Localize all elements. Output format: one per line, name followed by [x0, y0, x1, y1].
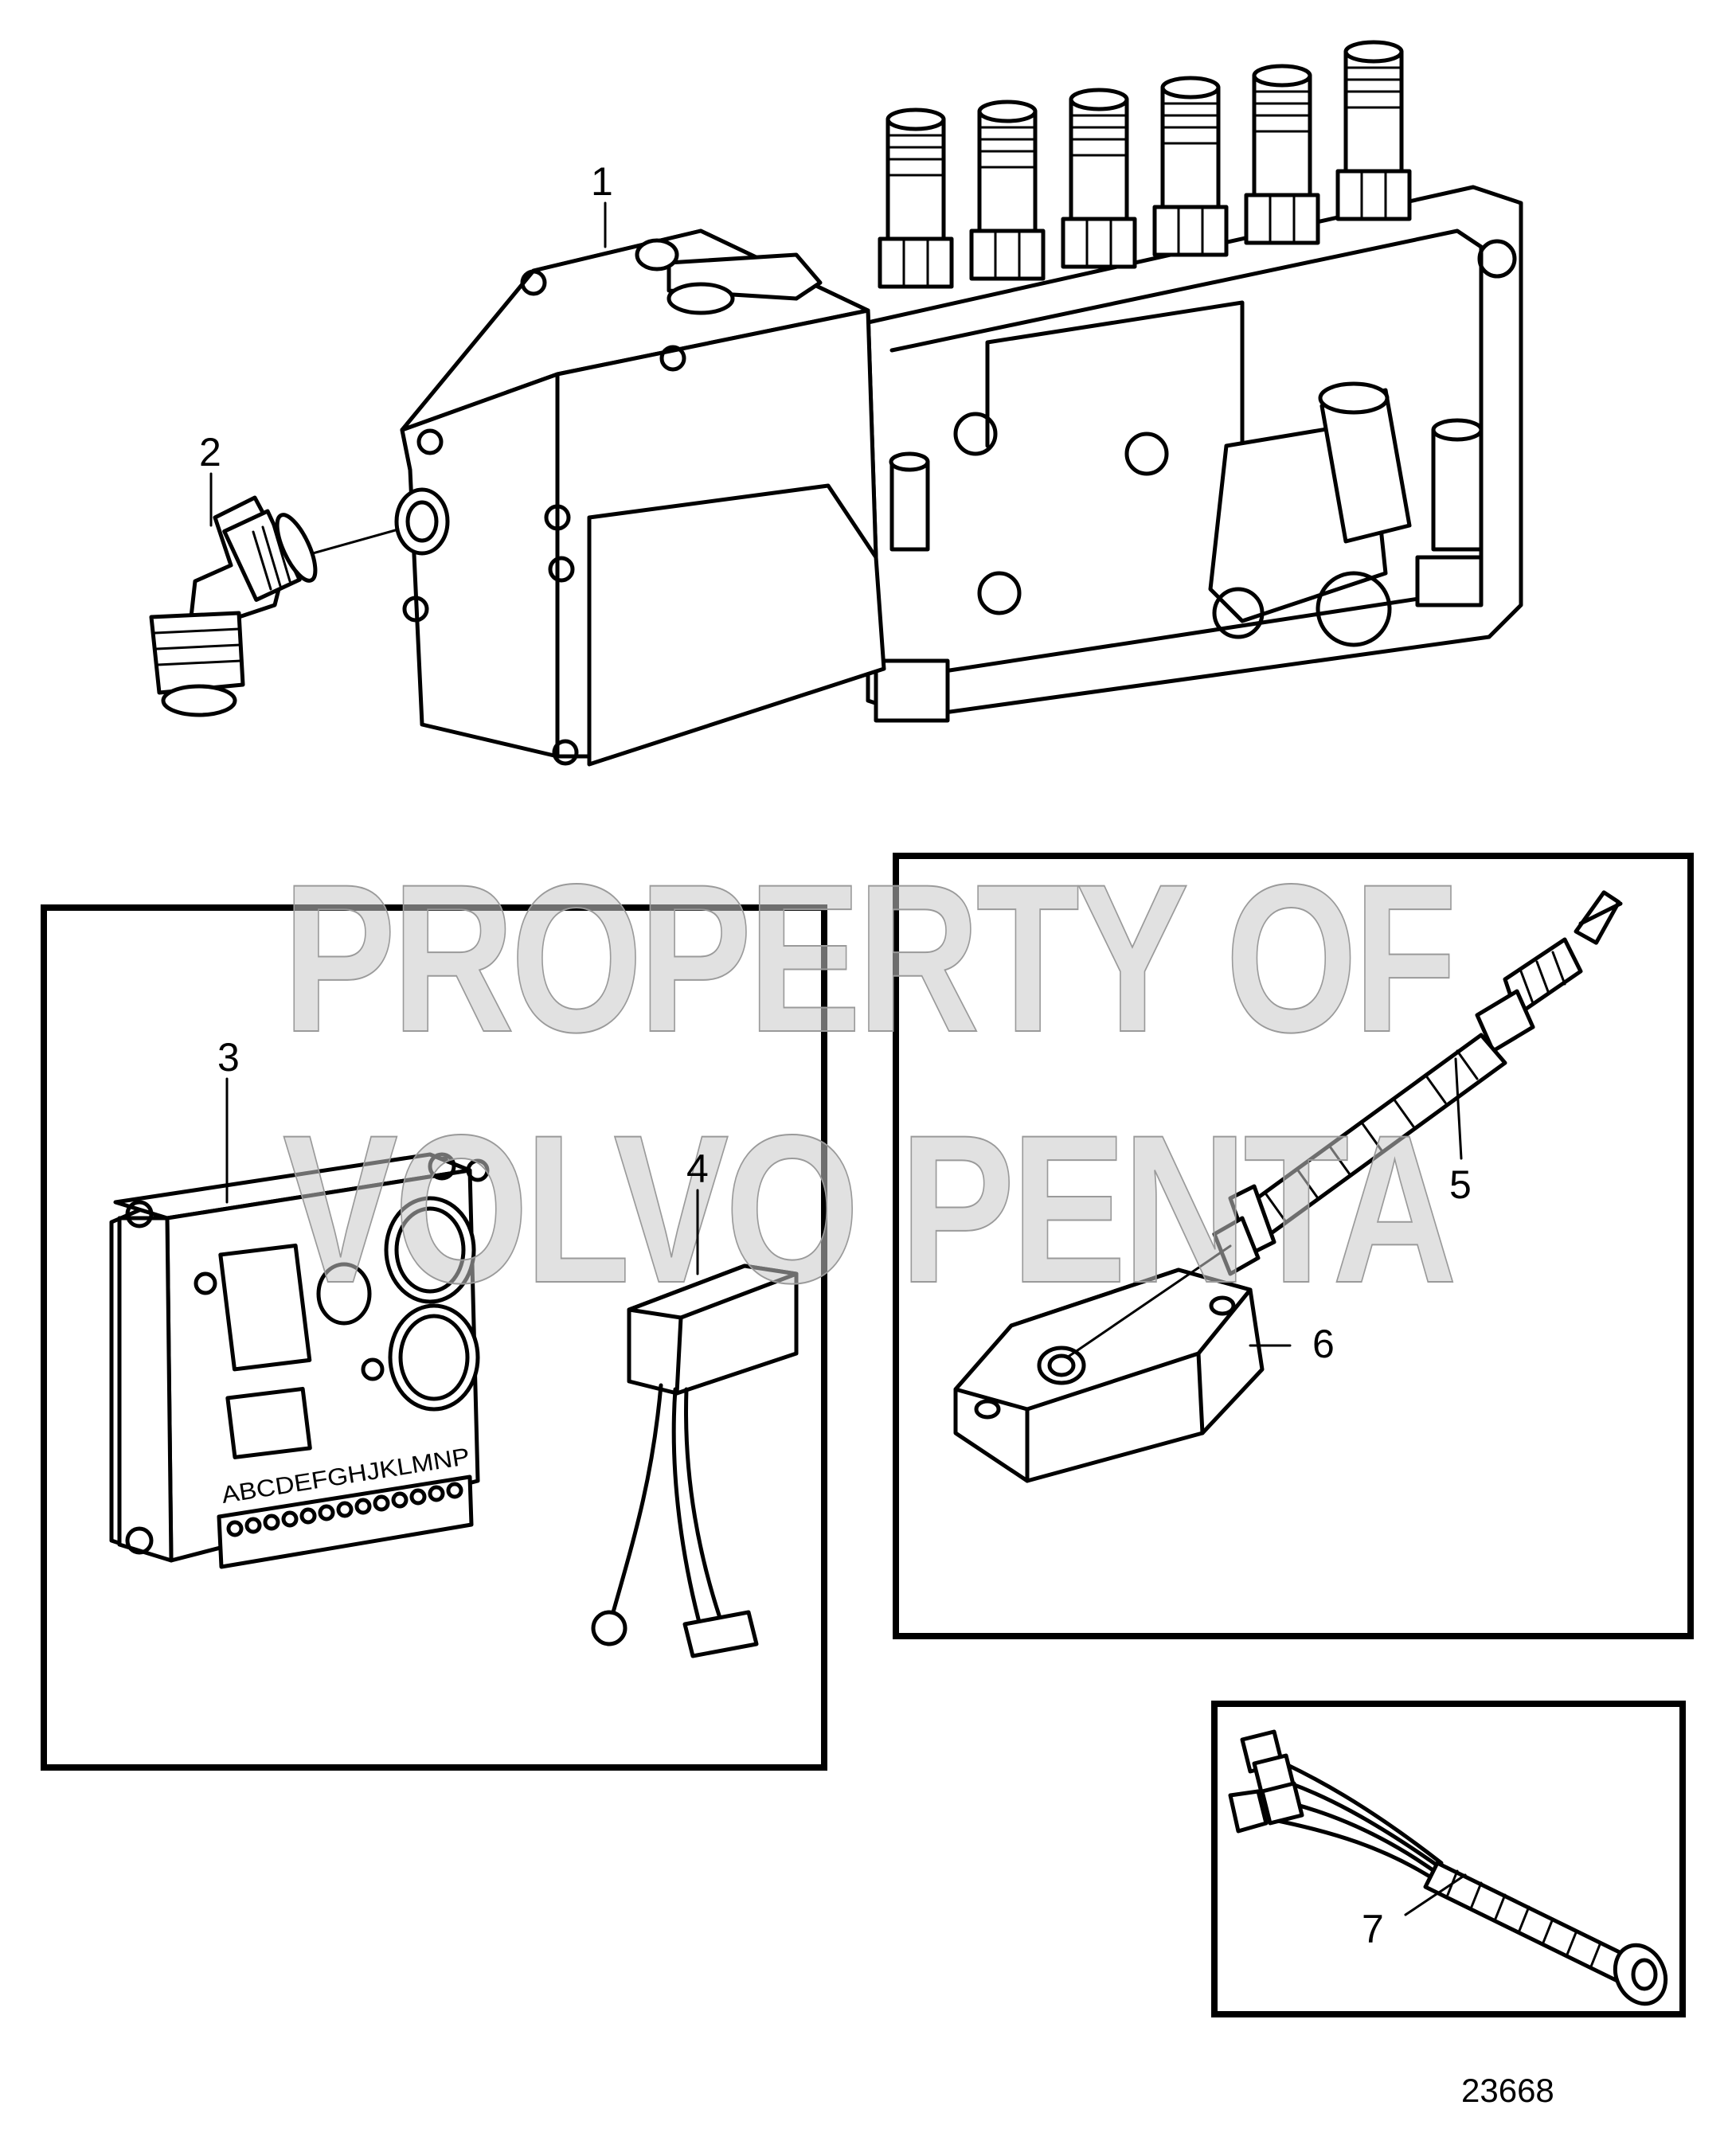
electronic-control-unit: ABCDEFGHJKLMNP — [109, 1152, 490, 1569]
callout-5: 5 — [1449, 1162, 1472, 1207]
sensor-cable — [1212, 890, 1623, 1276]
figure-number: 23668 — [1461, 2072, 1554, 2109]
sensor-housing — [953, 1244, 1265, 1483]
terminal-screws — [226, 1482, 463, 1537]
watermark-line-2: VOLVO PENTA — [283, 1092, 1454, 1327]
sensor-frame — [893, 853, 1694, 1639]
callout-2: 2 — [199, 430, 221, 475]
harness-frame — [1211, 1701, 1686, 2017]
injection-pump-assembly — [394, 40, 1523, 767]
delivery-valve-holders — [878, 40, 1412, 289]
governor-housing — [394, 228, 886, 767]
watermark: PROPERTY OF VOLVO PENTA — [282, 840, 1460, 1328]
control-unit-frame — [41, 904, 827, 1771]
callout-3: 3 — [217, 1035, 240, 1080]
callouts: 1 2 3 4 5 6 7 — [199, 159, 1472, 1951]
callout-6: 6 — [1312, 1322, 1335, 1366]
callout-1: 1 — [591, 159, 613, 204]
angle-connector — [149, 495, 400, 717]
callout-7: 7 — [1362, 1907, 1384, 1951]
watermark-line-1: PROPERTY OF — [283, 841, 1453, 1076]
relay-module — [591, 1264, 799, 1658]
cable-harness — [1228, 1729, 1668, 2006]
callout-4: 4 — [686, 1146, 709, 1191]
